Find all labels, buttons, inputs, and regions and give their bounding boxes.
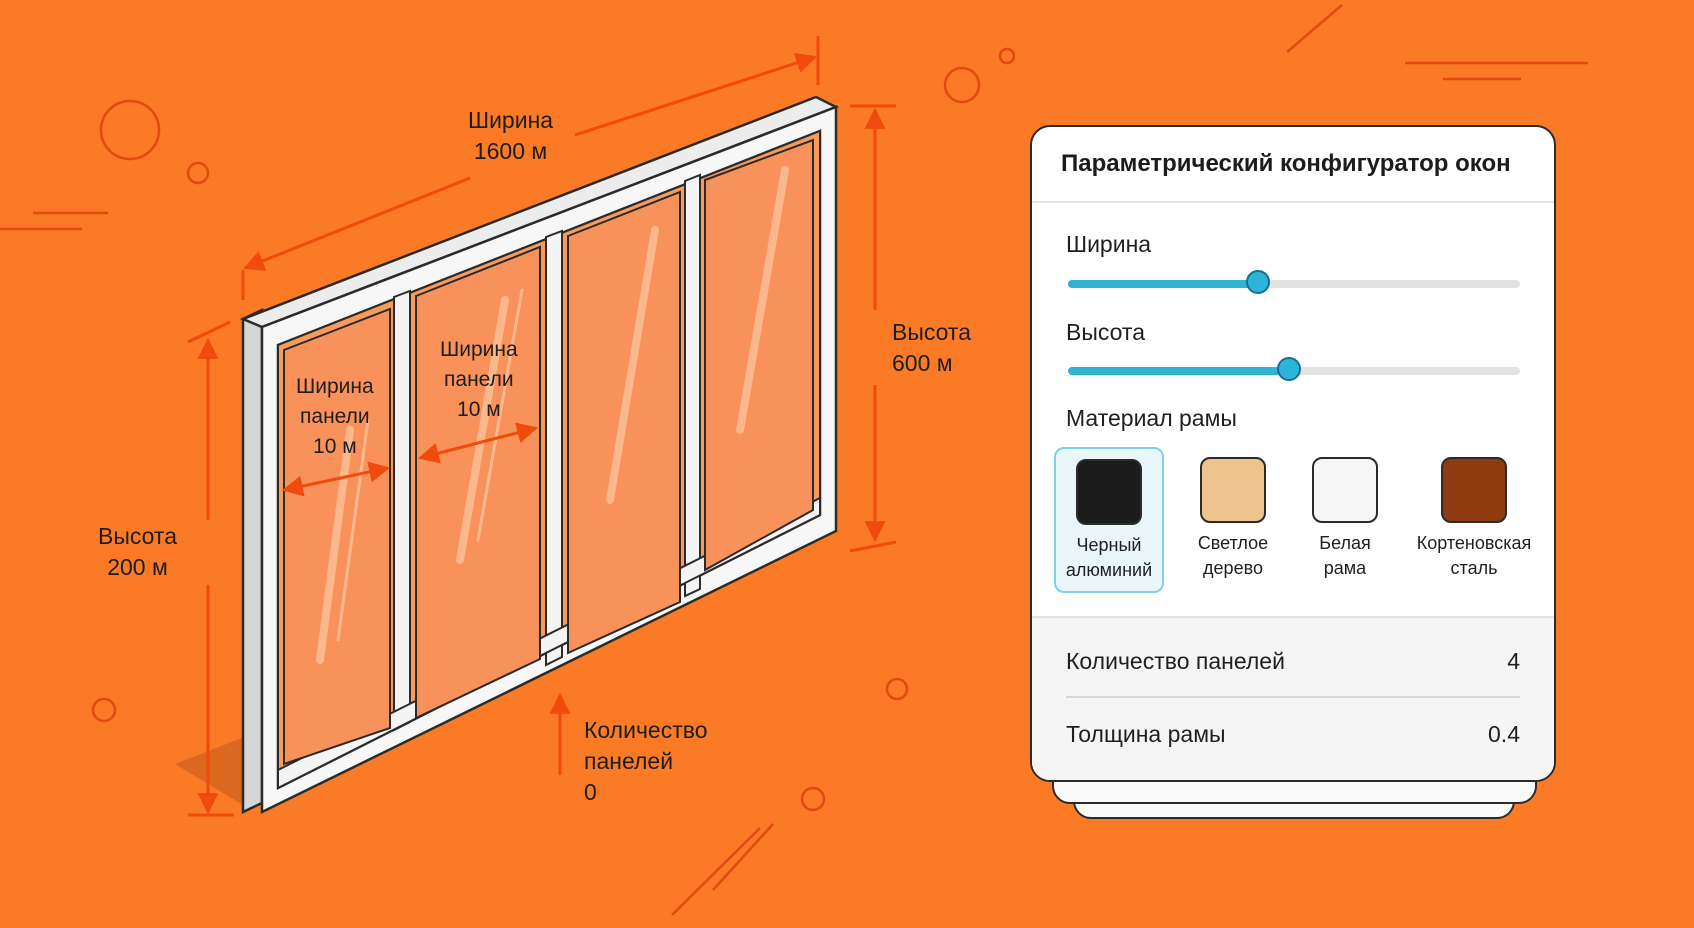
dimension-lines — [187, 36, 897, 817]
material-option-white-frame[interactable]: Белая рама — [1290, 447, 1400, 593]
height-left-dimension-label: Высота 200 м — [98, 521, 177, 583]
material-label-line2: сталь — [1450, 558, 1498, 578]
height-right-value: 600 м — [892, 350, 953, 376]
height-slider-fill — [1068, 367, 1290, 375]
frame-side — [241, 308, 264, 814]
width-slider[interactable] — [1068, 270, 1520, 294]
mullions — [277, 173, 821, 790]
panel-width-1-line1: Ширина — [296, 375, 374, 398]
panel-width-2-line2: панели — [444, 368, 514, 391]
stat-row-separator — [1066, 696, 1520, 698]
stat-row-panel-count: Количество панелей 4 — [1066, 641, 1520, 681]
window-shadow — [175, 738, 248, 808]
panel-count-value: 0 — [584, 779, 597, 805]
stat-row-frame-thickness: Толщина рамы 0.4 — [1066, 714, 1520, 754]
height-slider[interactable] — [1068, 357, 1520, 381]
width-slider-thumb[interactable] — [1245, 270, 1270, 294]
panel-title: Параметрический конфигуратор окон — [1032, 127, 1554, 203]
stat-label: Толщина рамы — [1066, 720, 1226, 747]
panel-width-2-line1: Ширина — [440, 338, 518, 361]
width-dimension-title: Ширина — [468, 107, 554, 133]
width-slider-fill — [1068, 280, 1258, 288]
panel-width-1-value: 10 м — [313, 435, 357, 458]
height-slider-label: Высота — [1066, 319, 1145, 345]
configurator-panel: Параметрический конфигуратор окон Ширина… — [1030, 125, 1556, 782]
width-dimension-label: Ширина 1600 м — [468, 105, 553, 167]
width-slider-label: Ширина — [1066, 231, 1152, 257]
panel-width-2-value: 10 м — [457, 398, 501, 421]
material-label-line1: Белая — [1319, 533, 1371, 553]
material-option-corten-steel[interactable]: Кортеновская сталь — [1404, 447, 1544, 593]
material-label-line2: дерево — [1203, 558, 1263, 578]
height-right-title: Высота — [892, 319, 971, 345]
stat-value: 4 — [1507, 647, 1520, 674]
height-slider-thumb[interactable] — [1277, 357, 1302, 381]
material-swatch-black-aluminum — [1076, 459, 1142, 525]
panel-count-label: Количество панелей 0 — [584, 715, 708, 808]
panel-count-line1: Количество — [584, 717, 708, 743]
stats-divider — [1032, 616, 1554, 618]
material-swatch-corten-steel — [1441, 457, 1507, 523]
panel-width-label-2: Ширина панели 10 м — [440, 335, 518, 425]
width-dimension-value: 1600 м — [473, 138, 548, 164]
height-right-dimension-label: Высота 600 м — [892, 317, 971, 379]
frame-material-options: Черный алюминий Светлое дерево Белая рам… — [1054, 447, 1538, 595]
panel-count-line2: панелей — [584, 748, 674, 774]
material-swatch-light-wood — [1200, 457, 1266, 523]
material-option-black-aluminum[interactable]: Черный алюминий — [1054, 447, 1164, 593]
panel-width-1-line2: панели — [300, 405, 370, 428]
material-option-light-wood[interactable]: Светлое дерево — [1178, 447, 1288, 593]
panel-width-label-1: Ширина панели 10 м — [296, 372, 374, 462]
material-label-line1: Кортеновская — [1416, 533, 1532, 553]
material-label-line2: рама — [1323, 558, 1367, 578]
decorative-shapes — [0, 4, 1588, 916]
panel-stats: Количество панелей 4 Толщина рамы 0.4 — [1032, 616, 1554, 780]
height-left-title: Высота — [98, 523, 177, 549]
stat-label: Количество панелей — [1066, 647, 1285, 674]
material-label-line2: алюминий — [1065, 560, 1153, 580]
material-label-line1: Светлое — [1197, 533, 1269, 553]
stat-value: 0.4 — [1488, 720, 1520, 747]
material-swatch-white-frame — [1312, 457, 1378, 523]
height-left-value: 200 м — [107, 554, 168, 580]
material-label-line1: Черный — [1076, 535, 1142, 555]
frame-material-label: Материал рамы — [1066, 405, 1237, 431]
